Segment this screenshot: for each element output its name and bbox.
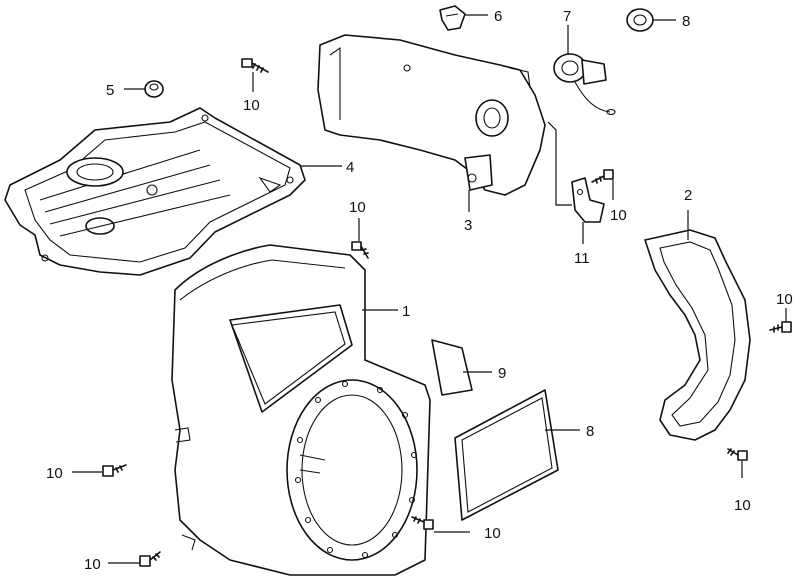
side-bracket	[317, 34, 546, 196]
callout-part-10-f: 10	[46, 465, 63, 482]
callout-part-9: 9	[498, 365, 506, 382]
bolt-10-g	[139, 551, 161, 567]
callout-part-10-c: 10	[610, 207, 627, 224]
switch-assembly	[553, 53, 616, 116]
callout-part-1: 1	[402, 303, 410, 320]
callout-part-5: 5	[106, 82, 114, 99]
callout-part-10-h: 10	[484, 525, 501, 542]
bolt-10-b	[351, 241, 369, 259]
rubber-grommet	[626, 8, 654, 32]
callout-part-10-d: 10	[776, 291, 793, 308]
bolt-10-e	[727, 448, 748, 461]
bolt-10-f	[102, 464, 127, 477]
callout-part-8-gasket: 8	[586, 423, 594, 440]
bolt-10-a	[241, 58, 269, 73]
callout-labels: 1 2 3 4 5 6 7 8 9 8 10 10 10 10 10 10 10…	[46, 8, 793, 573]
small-clip	[439, 5, 466, 31]
callout-part-7: 7	[563, 8, 571, 25]
bolt-10-d	[769, 321, 792, 333]
callout-part-10-b: 10	[349, 199, 366, 216]
callout-part-10-a: 10	[243, 97, 260, 114]
callout-part-10-e: 10	[734, 497, 751, 514]
curved-side-cover	[644, 229, 751, 441]
callout-part-8-grommet: 8	[682, 13, 690, 30]
large-gasket	[454, 389, 559, 521]
callout-part-3: 3	[464, 217, 472, 234]
callout-part-10-g: 10	[84, 556, 101, 573]
bolt-10-c	[591, 169, 614, 184]
nut-5	[144, 80, 164, 98]
callout-part-6: 6	[494, 8, 502, 25]
small-gasket	[431, 339, 473, 396]
leader-lines	[72, 14, 787, 564]
small-bracket	[571, 177, 605, 223]
blower-shroud	[171, 244, 431, 576]
callout-part-4: 4	[346, 159, 354, 176]
callout-part-2: 2	[684, 187, 692, 204]
upper-cover-plate	[4, 107, 306, 276]
bolt-10-h	[411, 516, 434, 530]
callout-part-11: 11	[574, 250, 590, 267]
